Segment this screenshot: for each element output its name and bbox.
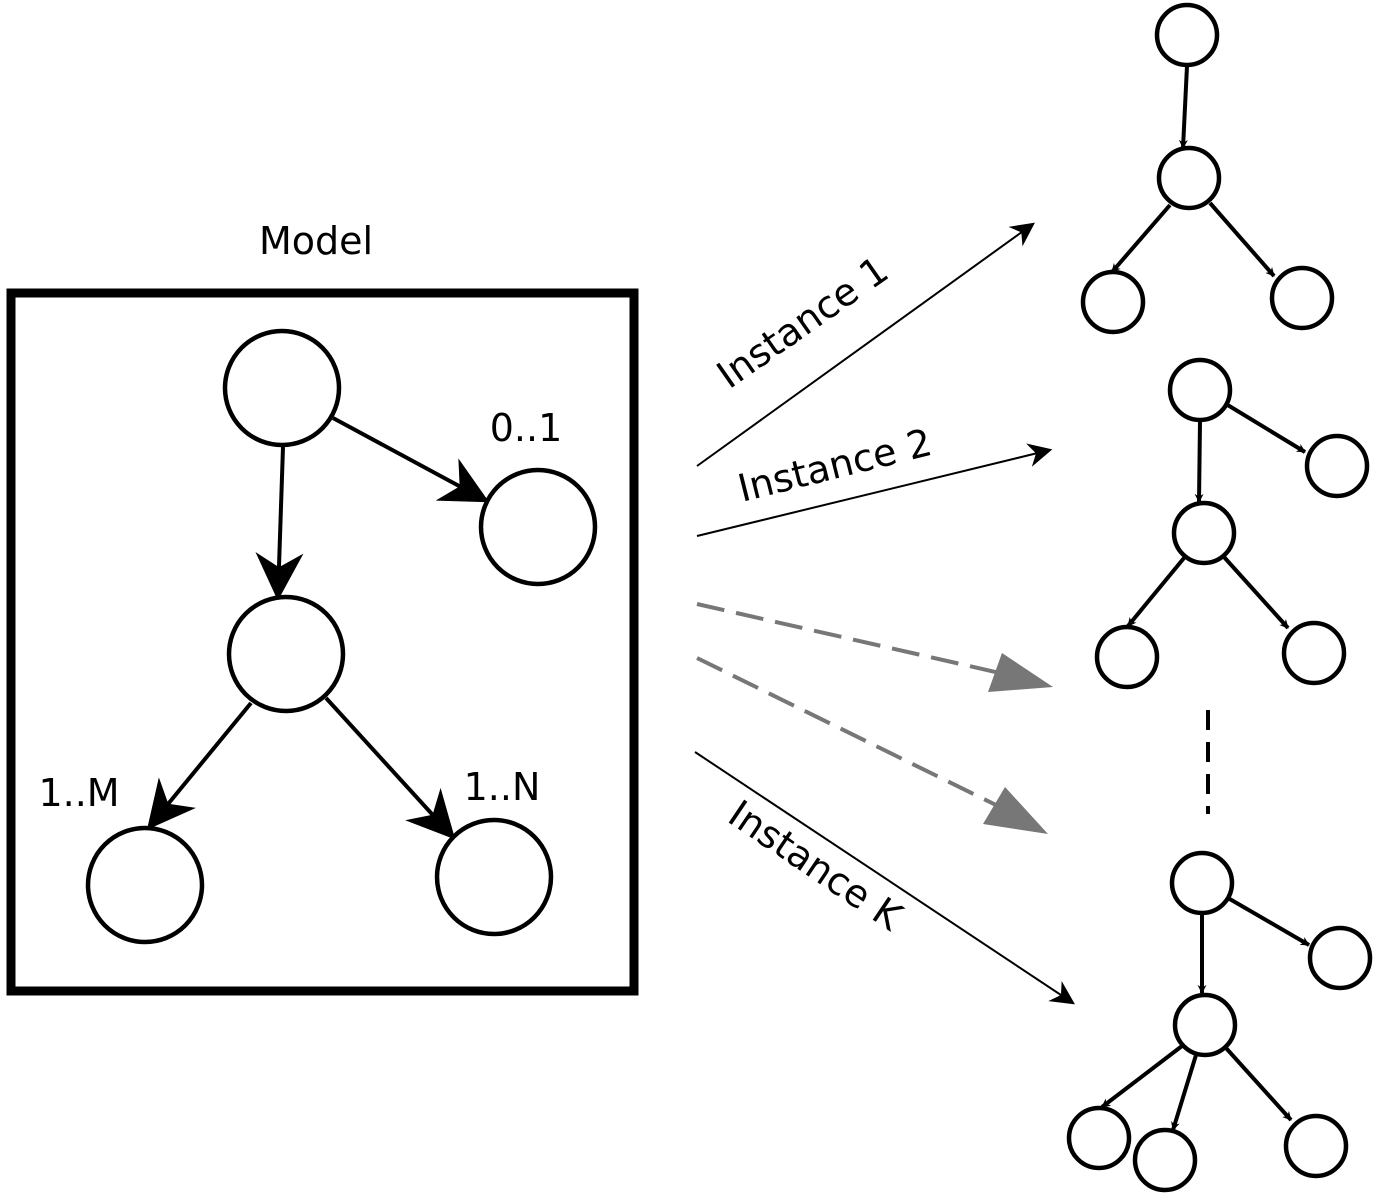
model-node-optional bbox=[478, 467, 598, 587]
instance-1-edge bbox=[1178, 65, 1189, 149]
instance-1-node bbox=[1156, 145, 1222, 211]
instance-k-node bbox=[1307, 925, 1373, 991]
instance-2-node bbox=[1171, 500, 1237, 566]
instance-2-edge bbox=[1126, 556, 1186, 628]
instance-k-node bbox=[1169, 850, 1235, 916]
instance-1-node bbox=[1080, 269, 1146, 335]
dashed-arrow-lower-head bbox=[983, 787, 1048, 834]
model-edge-root-to-optional bbox=[332, 416, 490, 503]
dashed-arrow-upper-head bbox=[988, 653, 1053, 692]
instance-2-arrow bbox=[696, 443, 1053, 537]
instance-2-edge bbox=[1222, 555, 1290, 630]
instance-k-edge bbox=[1224, 1046, 1293, 1122]
model-edge-middle-to-right bbox=[324, 696, 456, 840]
dashed-arrows bbox=[696, 602, 1001, 809]
multiplicity-right: 1..N bbox=[464, 765, 541, 809]
model-frame bbox=[6, 288, 639, 996]
instance-2-node bbox=[1167, 357, 1233, 423]
instance-k-node bbox=[1172, 992, 1238, 1058]
multiplicity-optional: 0..1 bbox=[490, 406, 563, 450]
model-node-root bbox=[222, 328, 342, 448]
instance-k-node bbox=[1132, 1127, 1198, 1193]
instance-1-label: Instance 1 bbox=[709, 248, 896, 398]
model-node-middle bbox=[226, 594, 346, 714]
model-edge-root-to-middle bbox=[255, 446, 304, 601]
instance-2-tree bbox=[1094, 357, 1370, 690]
instance-k-edge bbox=[1226, 896, 1311, 947]
instance-k-tree bbox=[1066, 850, 1373, 1193]
model-node-left bbox=[85, 825, 205, 945]
instance-1-edge bbox=[1208, 201, 1276, 278]
model-node-right bbox=[434, 817, 554, 937]
multiplicity-left: 1..M bbox=[38, 771, 119, 815]
model-edge-middle-to-left bbox=[146, 701, 253, 830]
instance-k-edge bbox=[1100, 1044, 1184, 1109]
instance-2-label: Instance 2 bbox=[734, 420, 937, 511]
dashed-arrow-lower bbox=[696, 656, 1001, 809]
instance-k-edge bbox=[1171, 1054, 1198, 1131]
dashed-arrow-upper bbox=[696, 602, 1001, 675]
instance-k-node bbox=[1066, 1105, 1132, 1171]
instance-1-arrow bbox=[696, 222, 1035, 467]
instance-k-node bbox=[1283, 1113, 1349, 1179]
instance-1-node bbox=[1269, 265, 1335, 331]
instance-2-node bbox=[1304, 433, 1370, 499]
instance-1-node bbox=[1154, 2, 1220, 68]
model-edges bbox=[146, 416, 490, 840]
instance-1-tree bbox=[1080, 2, 1335, 335]
instance-k-label: Instance K bbox=[721, 791, 911, 939]
instance-2-edge bbox=[1194, 420, 1204, 503]
model-title: Model bbox=[259, 219, 373, 263]
instance-k-arrow bbox=[694, 751, 1075, 1005]
instance-1-edge bbox=[1110, 203, 1172, 274]
instance-2-edge bbox=[1224, 402, 1307, 454]
instance-2-node bbox=[1281, 620, 1347, 686]
instance-2-node bbox=[1094, 624, 1160, 690]
